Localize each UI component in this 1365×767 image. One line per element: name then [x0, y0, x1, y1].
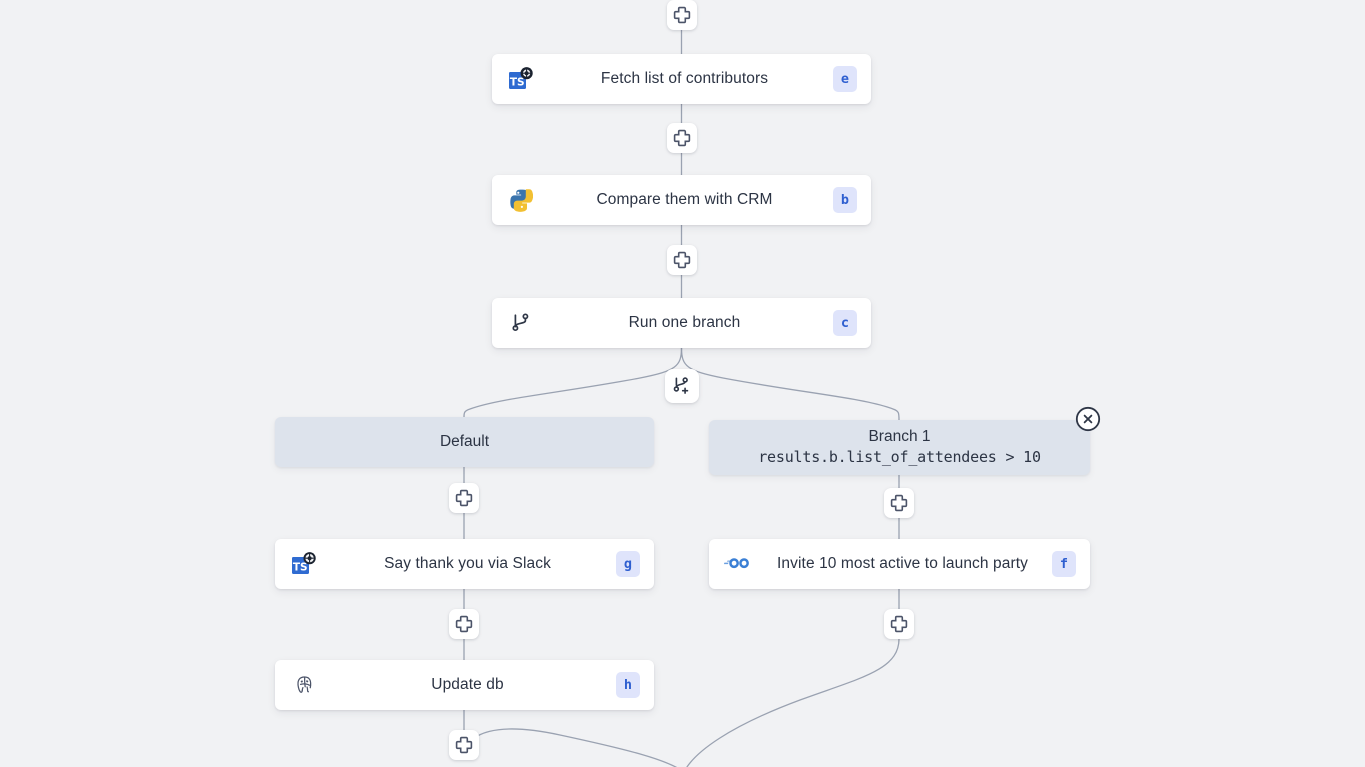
python-icon: [506, 185, 536, 215]
plus-icon: [673, 6, 691, 24]
svg-text:TS: TS: [510, 77, 525, 89]
workflow-node-compare[interactable]: Compare them with CRM b: [492, 175, 871, 225]
add-step-button-after-invite[interactable]: [884, 609, 914, 639]
git-branch-icon: [506, 308, 536, 338]
workflow-node-slack[interactable]: TS Say thank you via Slack g: [275, 539, 654, 589]
typescript-globe-icon: TS: [289, 549, 319, 579]
node-badge[interactable]: b: [833, 187, 857, 213]
node-title: Compare them with CRM: [596, 191, 773, 208]
branch-condition: results.b.list_of_attendees > 10: [758, 448, 1041, 466]
node-title: Run one branch: [628, 314, 741, 331]
plus-icon: [890, 615, 908, 633]
workflow-node-update-db[interactable]: Update db h: [275, 660, 654, 710]
node-badge[interactable]: h: [616, 672, 640, 698]
workflow-node-run-one-branch[interactable]: Run one branch c: [492, 298, 871, 348]
node-badge[interactable]: e: [833, 66, 857, 92]
workflow-node-invite[interactable]: Invite 10 most active to launch party f: [709, 539, 1090, 589]
plus-icon: [890, 494, 908, 512]
node-badge[interactable]: f: [1052, 551, 1076, 577]
add-step-button-after-default[interactable]: [449, 483, 479, 513]
postgresql-icon: [289, 670, 319, 700]
branch-name: Branch 1: [868, 428, 931, 445]
add-step-button-top[interactable]: [667, 0, 697, 30]
node-title: Say thank you via Slack: [384, 555, 551, 572]
typescript-globe-icon: TS: [506, 64, 536, 94]
branch-label-branch1[interactable]: Branch 1 results.b.list_of_attendees > 1…: [709, 420, 1090, 475]
plus-icon: [673, 251, 691, 269]
node-title: Fetch list of contributors: [600, 70, 769, 87]
add-step-button-after-compare[interactable]: [667, 245, 697, 275]
plus-icon: [673, 129, 691, 147]
branch-plus-icon: [673, 376, 688, 394]
node-badge[interactable]: c: [833, 310, 857, 336]
branch-label-default[interactable]: Default: [275, 417, 654, 467]
plus-icon: [455, 615, 473, 633]
golang-icon: [723, 549, 753, 579]
add-step-button-after-fetch[interactable]: [667, 123, 697, 153]
node-badge[interactable]: g: [616, 551, 640, 577]
plus-icon: [455, 736, 473, 754]
plus-icon: [455, 489, 473, 507]
add-step-button-after-update-db[interactable]: [449, 730, 479, 760]
node-title: Invite 10 most active to launch party: [777, 555, 1028, 572]
add-step-button-after-slack[interactable]: [449, 609, 479, 639]
branch-name: Default: [439, 433, 490, 450]
add-step-button-after-branch1[interactable]: [884, 488, 914, 518]
add-branch-button[interactable]: [665, 369, 699, 403]
workflow-node-fetch[interactable]: TS Fetch list of contributors e: [492, 54, 871, 104]
node-title: Update db: [431, 676, 504, 693]
close-circle-icon[interactable]: [1075, 406, 1101, 432]
svg-text:TS: TS: [293, 562, 308, 574]
